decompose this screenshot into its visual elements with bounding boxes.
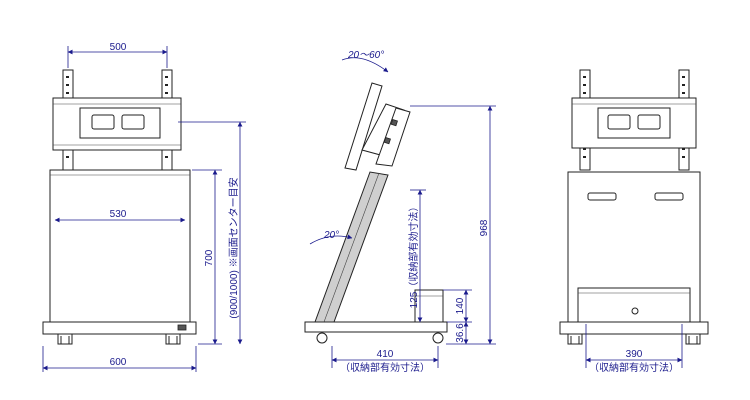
base-angle-label: 20° xyxy=(323,230,339,241)
dim-storage-height: 125（収納部有効寸法） xyxy=(407,202,420,309)
dim-inner-width-note: （収納部有効寸法） xyxy=(589,361,679,374)
handle xyxy=(587,192,617,201)
caster xyxy=(567,333,583,345)
tilt-arc xyxy=(341,57,389,73)
side-view: 20～60° 20° 968 125（収納部有効寸法） 140 36.6 410… xyxy=(304,50,496,374)
caster xyxy=(57,333,73,345)
dim-width-base: 600 xyxy=(110,357,127,368)
front-view: 500 530 600 700 (900/1000) ※画面センター目安 xyxy=(42,42,246,372)
dim-depth: 410 xyxy=(377,349,394,360)
tilt-plate xyxy=(344,82,383,171)
tilt-arm xyxy=(375,107,411,167)
dim-caster-height: 36.6 xyxy=(455,323,466,343)
dim-width-top: 500 xyxy=(110,42,127,53)
handle xyxy=(654,192,684,201)
rear-base xyxy=(559,321,709,335)
base-angle-arc xyxy=(309,234,353,245)
upright-holes xyxy=(583,76,685,158)
dim-shelf-height: 140 xyxy=(455,297,466,314)
caster xyxy=(685,333,701,345)
side-base xyxy=(304,321,448,333)
caster xyxy=(165,333,181,345)
dim-depth-note: （収納部有効寸法） xyxy=(340,361,430,374)
rear-view: 390 （収納部有効寸法） xyxy=(559,69,709,374)
dim-total-height: 968 xyxy=(479,219,490,236)
base-plate xyxy=(42,321,197,335)
screen-center-note: (900/1000) ※画面センター目安 xyxy=(227,177,240,318)
dim-height-cabinet: 700 xyxy=(204,249,215,266)
caster-wheel xyxy=(432,332,444,344)
dim-inner-width: 390 xyxy=(626,349,643,360)
caster-wheel xyxy=(316,332,328,344)
cabinet xyxy=(49,169,191,323)
dim-width-cabinet: 530 xyxy=(110,209,127,220)
tilt-range-label: 20～60° xyxy=(347,50,384,61)
storage-opening xyxy=(577,287,691,323)
